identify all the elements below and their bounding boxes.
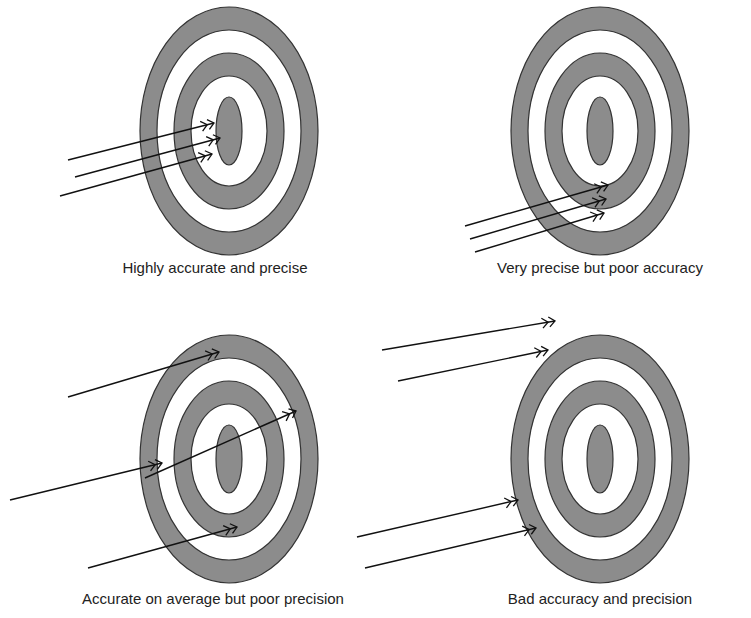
arrow <box>88 527 237 568</box>
arrow <box>365 528 536 568</box>
arrow <box>398 350 548 381</box>
arrow <box>475 213 604 252</box>
target <box>511 7 689 255</box>
caption-label: Highly accurate and precise <box>122 259 307 277</box>
arrow <box>10 463 162 500</box>
caption-label: Accurate on average but poor precision <box>82 590 344 608</box>
arrow <box>60 154 212 196</box>
caption-label: Very precise but poor accuracy <box>497 259 703 277</box>
arrow <box>357 500 518 537</box>
target <box>140 7 318 255</box>
target <box>511 335 689 583</box>
arrow <box>68 123 214 160</box>
arrow <box>68 352 219 397</box>
arrow <box>145 411 296 478</box>
arrow <box>382 321 555 350</box>
caption-label: Bad accuracy and precision <box>508 590 692 608</box>
